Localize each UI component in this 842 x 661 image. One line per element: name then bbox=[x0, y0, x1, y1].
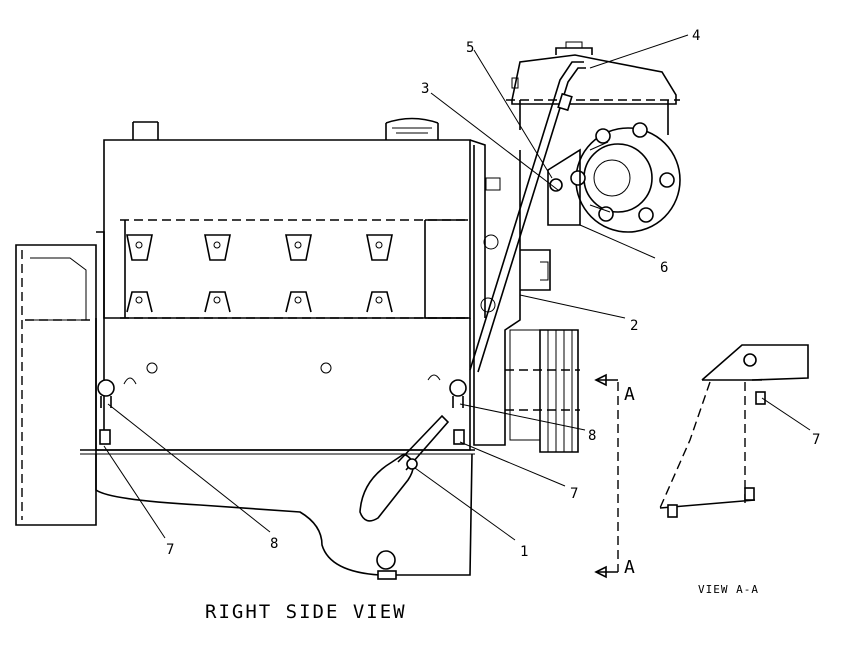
cylinder-block bbox=[80, 318, 475, 455]
callout-7-detail: 7 bbox=[812, 432, 820, 448]
alternator-assembly bbox=[547, 122, 681, 233]
oil-pan bbox=[95, 453, 473, 580]
callout-6: 6 bbox=[660, 260, 668, 276]
crankshaft-pulley bbox=[505, 329, 580, 453]
callout-8-right: 8 bbox=[588, 428, 596, 444]
callout-4: 4 bbox=[692, 28, 700, 44]
main-view-caption: RIGHT SIDE VIEW bbox=[205, 601, 407, 623]
callout-3: 3 bbox=[421, 81, 429, 97]
callout-1: 1 bbox=[520, 544, 528, 560]
section-letter-top: A bbox=[624, 384, 635, 405]
section-letter-bottom: A bbox=[624, 557, 635, 578]
callout-7-right: 7 bbox=[570, 486, 578, 502]
callout-2: 2 bbox=[630, 318, 638, 334]
leader-lines bbox=[103, 34, 811, 541]
detail-view-a-a bbox=[659, 344, 809, 518]
flywheel-housing bbox=[15, 231, 105, 526]
section-line-a-a: A A bbox=[594, 373, 635, 579]
crankcase-breather-tube bbox=[469, 61, 586, 373]
callout-7-left: 7 bbox=[166, 542, 174, 558]
air-cleaner-housing bbox=[506, 41, 680, 135]
callouts: 1 2 3 4 5 6 7 7 7 8 8 bbox=[166, 28, 820, 560]
dipstick-tube bbox=[359, 414, 450, 522]
rocker-cover bbox=[103, 117, 486, 319]
intake-ports bbox=[126, 234, 393, 313]
callout-5: 5 bbox=[466, 40, 474, 56]
callout-8-left: 8 bbox=[270, 536, 278, 552]
detail-view-caption: VIEW A-A bbox=[698, 583, 759, 596]
